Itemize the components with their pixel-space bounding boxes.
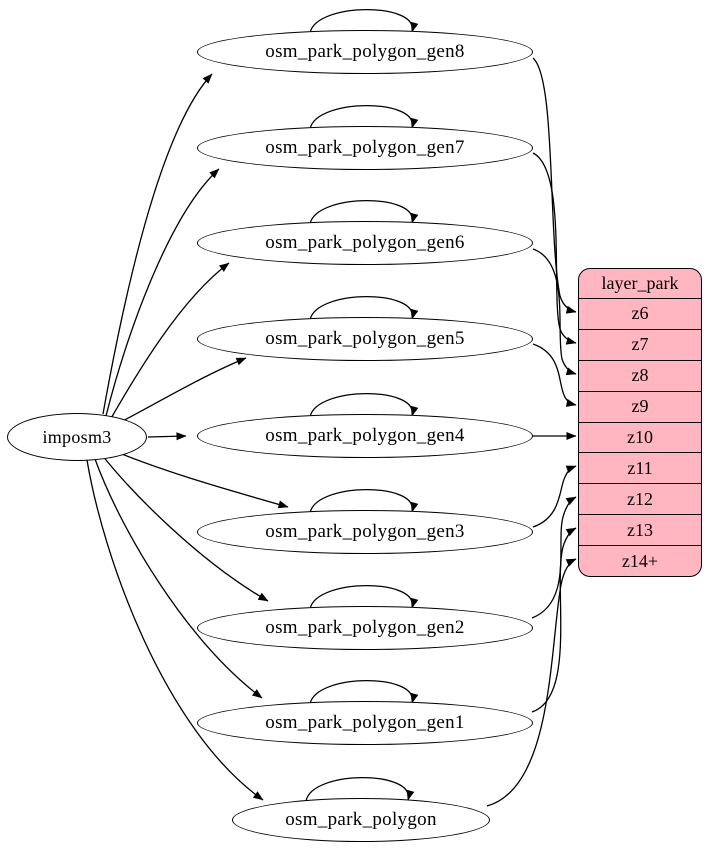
node-osm-park-polygon-gen6: osm_park_polygon_gen6 (197, 221, 533, 265)
edge-osm_park_polygon_gen7-to-layer_park:z7 (532, 152, 577, 345)
edge-osm_park_polygon-to-layer_park:z14+ (486, 558, 577, 807)
node-label: osm_park_polygon_gen3 (265, 521, 465, 542)
edge-osm_park_polygon_gen2-to-layer_park:z12 (531, 496, 577, 619)
layer-row-z9: z9 (579, 390, 701, 422)
node-label: osm_park_polygon_gen6 (265, 232, 465, 253)
edge-osm_park_polygon_gen3-to-osm_park_polygon_gen3 (309, 489, 419, 514)
node-layer-park: layer_park z6 z7 z8 z9 z10 z11 z12 z13 z14+ (578, 268, 702, 577)
node-imposm3-label: imposm3 (42, 426, 112, 447)
edge-osm_park_polygon_gen2-to-osm_park_polygon_gen2 (309, 585, 419, 610)
node-label: osm_park_polygon_gen7 (265, 137, 465, 158)
layer-row-label: z9 (631, 396, 649, 417)
node-osm-park-polygon-gen4: osm_park_polygon_gen4 (197, 414, 533, 458)
layer-park-rows: z6 z7 z8 z9 z10 z11 z12 z13 z14+ (579, 298, 701, 576)
layer-park-title-label: layer_park (601, 273, 679, 293)
node-label: osm_park_polygon_gen5 (265, 328, 465, 349)
edge-osm_park_polygon_gen8-to-layer_park:z6 (532, 57, 577, 314)
edge-imposm3-to-osm_park_polygon_gen1 (94, 458, 263, 699)
edge-imposm3-to-osm_park_polygon_gen7 (105, 168, 220, 417)
edge-osm_park_polygon_gen8-to-osm_park_polygon_gen8 (309, 9, 419, 34)
node-osm-park-polygon-gen2: osm_park_polygon_gen2 (197, 606, 533, 650)
layer-row-z12: z12 (579, 483, 701, 514)
node-label: osm_park_polygon_gen8 (265, 41, 465, 62)
node-imposm3: imposm3 (7, 413, 147, 461)
layer-park-title: layer_park (579, 269, 701, 298)
layer-row-label: z13 (627, 519, 653, 540)
layer-row-z7: z7 (579, 328, 701, 360)
edge-imposm3-to-osm_park_polygon (86, 459, 264, 801)
edge-imposm3-to-osm_park_polygon_gen5 (114, 357, 247, 426)
edge-osm_park_polygon_gen7-to-osm_park_polygon_gen7 (309, 105, 419, 130)
node-osm-park-polygon-gen5: osm_park_polygon_gen5 (197, 317, 533, 361)
edge-osm_park_polygon_gen4-to-osm_park_polygon_gen4 (309, 393, 419, 418)
node-osm-park-polygon-gen7: osm_park_polygon_gen7 (197, 126, 533, 170)
layer-row-z6: z6 (579, 298, 701, 329)
node-osm-park-polygon: osm_park_polygon (232, 798, 490, 842)
edge-osm_park_polygon_gen1-to-osm_park_polygon_gen1 (309, 680, 419, 705)
edge-imposm3-to-osm_park_polygon_gen2 (101, 454, 269, 602)
layer-row-z14+: z14+ (579, 545, 701, 576)
layer-row-label: z10 (627, 427, 653, 447)
node-label: osm_park_polygon_gen2 (265, 617, 465, 638)
layer-row-z10: z10 (579, 421, 701, 453)
node-label: osm_park_polygon_gen1 (265, 712, 465, 733)
layer-row-label: z6 (631, 303, 649, 324)
layer-row-label: z12 (627, 488, 653, 509)
edge-osm_park_polygon_gen6-to-layer_park:z8 (532, 248, 577, 376)
node-label: osm_park_polygon_gen4 (265, 425, 465, 446)
node-osm-park-polygon-gen1: osm_park_polygon_gen1 (197, 701, 533, 745)
edge-imposm3-to-osm_park_polygon_gen4 (147, 432, 187, 441)
edge-imposm3-to-osm_park_polygon_gen8 (102, 73, 213, 415)
layer-row-z13: z13 (579, 514, 701, 545)
layer-row-label: z14+ (621, 550, 659, 571)
node-osm-park-polygon-gen8: osm_park_polygon_gen8 (197, 30, 533, 74)
edge-osm_park_polygon_gen6-to-osm_park_polygon_gen6 (309, 200, 419, 225)
layer-row-label: z7 (631, 334, 649, 355)
edge-osm_park_polygon_gen3-to-layer_park:z11 (532, 465, 577, 528)
layer-row-z8: z8 (579, 359, 701, 391)
layer-row-label: z11 (627, 457, 653, 478)
edge-imposm3-to-osm_park_polygon_gen3 (111, 449, 289, 509)
edge-osm_park_polygon_gen1-to-layer_park:z13 (531, 527, 577, 713)
edge-osm_park_polygon_gen5-to-osm_park_polygon_gen5 (309, 296, 419, 321)
node-label: osm_park_polygon (285, 809, 437, 830)
layer-row-z11: z11 (579, 452, 701, 483)
edge-osm_park_polygon_gen5-to-layer_park:z9 (532, 343, 577, 407)
edge-osm_park_polygon-to-osm_park_polygon (305, 777, 415, 802)
node-osm-park-polygon-gen3: osm_park_polygon_gen3 (197, 510, 533, 554)
layer-row-label: z8 (631, 365, 649, 386)
edge-imposm3-to-osm_park_polygon_gen6 (109, 262, 230, 421)
